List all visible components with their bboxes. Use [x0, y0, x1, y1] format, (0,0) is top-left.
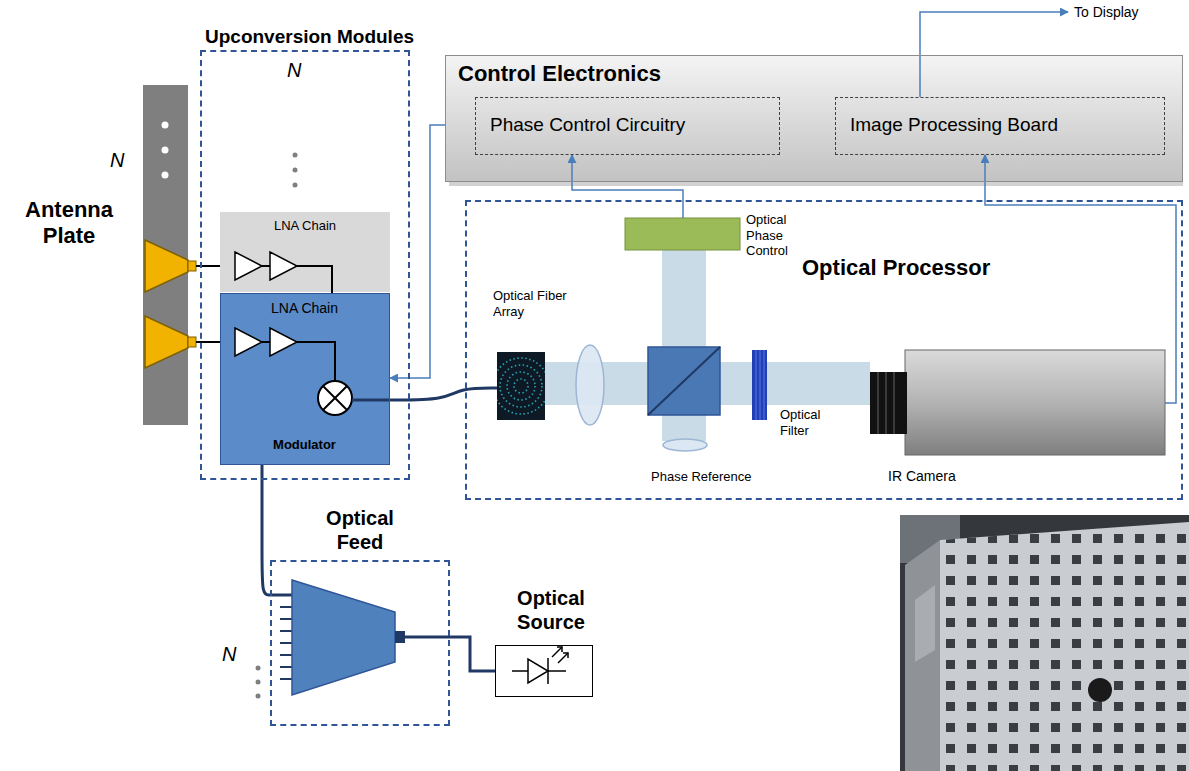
node-label: Optical Source — [506, 586, 596, 634]
optical-source: Optical Source — [495, 645, 593, 697]
mixer-cross — [323, 386, 347, 410]
ellipsis-dot — [293, 153, 298, 158]
camera-body — [905, 350, 1165, 455]
fiber-stub — [270, 594, 292, 597]
count-label: N — [287, 58, 301, 82]
beam-splitter — [648, 347, 720, 415]
lens — [576, 345, 604, 425]
module-fill — [220, 293, 390, 465]
hardware-photo — [900, 515, 1189, 771]
rf-wire — [297, 266, 332, 293]
optical-processor: Optical ProcessorOptical Fiber ArrayOpti… — [465, 200, 1183, 500]
ir-camera: IR Camera — [870, 350, 1165, 455]
fiber-stub — [405, 636, 450, 639]
ellipsis-dot — [256, 666, 261, 671]
node-label: Image Processing Board — [850, 114, 1058, 137]
node-label: LNA Chain — [220, 218, 390, 234]
filter-stripe — [760, 350, 761, 420]
reference-lens — [663, 439, 707, 451]
lna-fill — [220, 212, 390, 292]
filter-stripe — [764, 350, 765, 420]
optical-beam — [662, 415, 706, 441]
phase-control-element: Optical Phase Control — [625, 218, 740, 250]
optical-beam — [662, 250, 706, 347]
signal-arrow — [985, 155, 1176, 403]
optical-fiber — [450, 637, 495, 671]
node-label: Optical Filter — [780, 407, 840, 438]
node-label: IR Camera — [888, 468, 956, 485]
amplifier-symbol — [235, 252, 262, 280]
amplifier-symbol — [270, 252, 297, 280]
horn-antenna — [145, 316, 188, 368]
ellipsis-dot — [293, 183, 298, 188]
ellipsis-dot — [162, 147, 169, 154]
node-label: Phase Control Circuitry — [490, 114, 685, 137]
laser-diode-symbol — [512, 647, 568, 684]
amplifier-symbol — [270, 328, 297, 356]
lens-ridge — [893, 372, 895, 434]
optical-fiber — [390, 388, 497, 400]
node-label: Modulator — [221, 437, 388, 453]
phase-reference-lens: Phase Reference — [663, 439, 707, 451]
count-label: N — [110, 148, 124, 172]
mixer-cross — [323, 386, 347, 410]
output-label: To Display — [1074, 4, 1139, 21]
fiber-array-image — [497, 352, 545, 420]
fiber-stub — [352, 399, 390, 402]
mixer-symbol — [318, 381, 352, 415]
fiber-array: Optical Fiber Array — [497, 352, 545, 420]
node-label: Optical Feed — [315, 506, 405, 554]
node-label: Antenna Plate — [5, 197, 133, 250]
fiber-array-pattern — [497, 358, 545, 414]
splitter-symbol — [292, 580, 395, 695]
camera-lens — [870, 372, 907, 434]
control-arrow — [572, 155, 683, 218]
upconversion-module: LNA ChainModulator — [220, 293, 390, 465]
horn-neck — [188, 261, 196, 271]
antenna-plate: Antenna Plate — [143, 85, 188, 425]
ellipsis-dot — [256, 694, 261, 699]
horn-antenna — [145, 240, 188, 292]
horn-neck — [188, 337, 196, 347]
count-label: N — [222, 642, 236, 666]
filter-plate — [752, 350, 767, 420]
ellipsis-dot — [162, 172, 169, 179]
node-label: Phase Reference — [651, 469, 751, 485]
node-label: Control Electronics — [458, 61, 661, 87]
node-label: Optical Fiber Array — [493, 288, 585, 319]
control-arrow — [390, 125, 445, 378]
node-label: LNA Chain — [221, 300, 388, 317]
lens-ridge — [877, 372, 879, 434]
fan-out-fibers — [280, 607, 292, 679]
node-label: Upconversion Modules — [205, 26, 414, 49]
image-processing-board: Image Processing Board — [835, 97, 1165, 155]
node-label: Optical Phase Control — [746, 212, 810, 259]
optical-fiber — [262, 465, 270, 595]
optical-feed: Optical Feed — [270, 560, 450, 726]
control-electronics: Control ElectronicsPhase Control Circuit… — [445, 55, 1183, 182]
rf-wire — [262, 341, 270, 343]
node-label: Optical Processor — [802, 255, 990, 281]
panel-fill — [445, 55, 1183, 182]
ellipsis-dot — [293, 168, 298, 173]
optical-filter: Optical Filter — [752, 350, 767, 420]
fiber-connector — [395, 631, 405, 643]
phase-modulator-fill — [625, 218, 740, 250]
lens-ridge — [885, 372, 887, 434]
rf-wire — [297, 342, 335, 381]
phase-control-board: Phase Control Circuitry — [475, 97, 780, 155]
ellipsis-dot — [162, 122, 169, 129]
splitter-diagonal — [648, 347, 720, 415]
plate-bar — [143, 85, 188, 425]
filter-stripe — [756, 350, 757, 420]
rf-wire — [262, 265, 270, 267]
amplifier-symbol — [235, 328, 262, 356]
lna-chain-box: LNA Chain — [220, 212, 390, 292]
module-group: Upconversion ModulesLNA ChainLNA ChainMo… — [200, 50, 410, 480]
source-fill — [495, 645, 593, 697]
ellipsis-dot — [256, 680, 261, 685]
